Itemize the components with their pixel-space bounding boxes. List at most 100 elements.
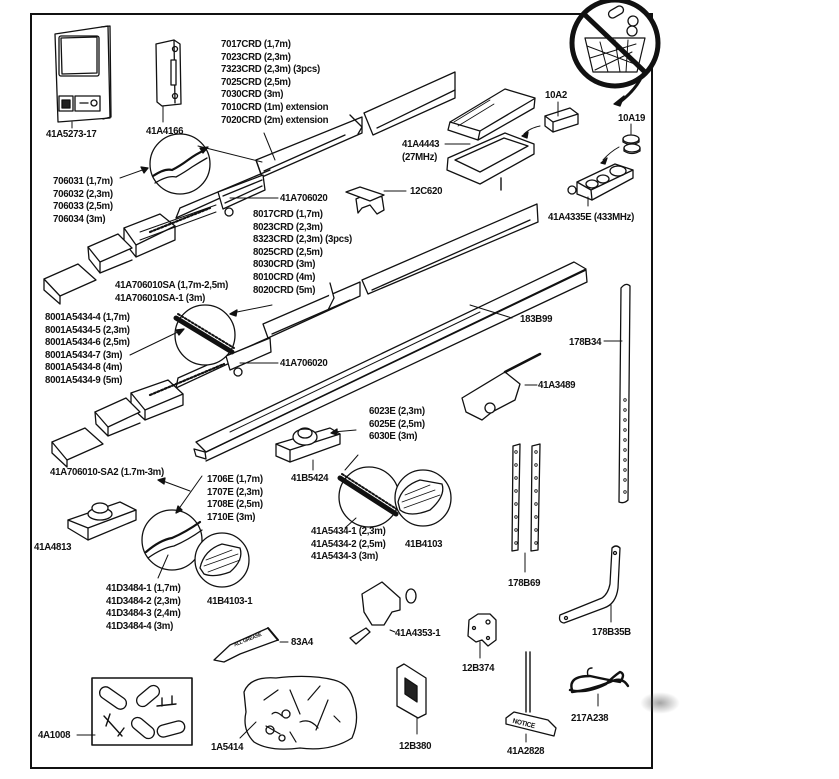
label-small-bracket: 12B374 [462,662,495,674]
belt-item: 8001A5434-6 (2,5m) [45,336,130,349]
t-rail-item: 1707E (2,3m) [207,485,263,498]
label-screw-a: 41B4103 [405,538,443,550]
label-notice-handle: 41A2828 [507,745,545,757]
t-rail-illustration [193,261,588,462]
remote-27mhz-freq: (27MHz) [402,150,438,163]
label-chain-d-list: 41D3484-1 (1,7m) 41D3484-2 (2,3m) 41D348… [106,582,181,632]
label-battery-9v: 10A2 [545,89,567,101]
coin-battery-illustration [600,123,641,165]
belt-magnifier [129,304,273,366]
chain-screw-magnifier [141,475,250,588]
chain-rail-item: 7017CRD (1,7m) [221,38,291,50]
label-belt-41a-list: 41A5434-1 (2,3m) 41A5434-2 (2,5m) 41A543… [311,525,386,563]
label-wall-console: 41A5273-17 [46,128,97,140]
push-button-illustration [155,39,182,123]
label-door-bracket: 41A4353-1 [395,627,441,639]
chain-rail-item: 7323CRD (2,3m) (3pcs) [221,63,320,76]
no-battery-disposal-icon [569,0,661,107]
belt-rail-item: 8025CRD (2,5m) [253,245,323,258]
long-strap-illustration [603,283,631,504]
rail-clip-illustration [345,186,407,215]
label-angle-rail: 183B99 [520,313,553,325]
chain-item: 706032 (2,3m) [53,187,113,200]
label-screw-rail-list: 6023E (2,3m) 6025E (2,5m) 6030E (3m) [369,405,425,443]
chain-d-item: 41D3484-3 (2,4m) [106,607,181,620]
label-trolley-mid: 41A706020 [280,357,328,369]
chain-rail-item: 7025CRD (2,5m) [221,75,291,88]
belt-rail-item: 8017CRD (1,7m) [253,208,323,220]
notice-handle-illustration [505,651,557,743]
bracket-sa-item: 41A706010SA (1,7m-2,5m) [115,279,229,291]
belt-41a-item: 41A5434-1 (2,3m) [311,525,386,537]
lower-rail-illustration [51,203,539,468]
belt-screw-magnifier [337,454,452,529]
belt-41a-item: 41A5434-2 (2,5m) [311,537,386,550]
bent-arm-illustration [558,545,621,624]
link-kit-illustration [76,677,193,746]
label-push-button: 41A4166 [146,125,184,137]
chain-rail-item: 7023CRD (2,3m) [221,50,291,63]
door-bracket-illustration [349,581,417,645]
chain-rail-item: 7010CRD (1m) extension [221,100,329,113]
label-rail-clip: 12C620 [410,185,443,197]
belt-item: 8001A5434-5 (2,3m) [45,323,130,336]
trolley-arm-illustration [461,352,542,421]
label-belt-rail-list: 8017CRD (1,7m) 8023CRD (2,3m) 8323CRD (2… [253,208,352,296]
label-remote-433mhz: 41A4335E (433MHz) [548,211,635,223]
bracket-sa-item: 41A706010SA-1 (3m) [115,291,206,304]
t-rail-item: 1708E (2,5m) [207,498,263,511]
chain-rail-item: 7020CRD (2m) extension [221,113,329,126]
label-trolley-arm: 41A3489 [538,379,576,391]
label-hardware-bag: 1A5414 [211,741,244,753]
belt-41a-item: 41A5434-3 (3m) [311,550,379,563]
chain-magnifier-upper [119,132,276,195]
label-idler-bracket: 41A4813 [34,541,72,553]
battery-9v-illustration [521,101,579,139]
t-rail-item: 1706E (1,7m) [207,473,263,485]
belt-rail-item: 8323CRD (2,3m) (3pcs) [253,233,352,246]
hardware-bag-illustration [239,675,358,750]
label-bracket-sa: 41A706010SA (1,7m-2,5m) 41A706010SA-1 (3… [115,279,228,304]
label-short-straps: 178B69 [508,577,541,589]
label-header-bracket: 12B380 [399,740,432,752]
belt-rail-item: 8030CRD (3m) [253,258,316,271]
idler-bracket-illustration [67,477,191,541]
label-remote-27mhz: 41A4443 (27MHz) [402,138,440,163]
label-battery-coin: 10A19 [618,112,646,124]
chain-d-item: 41D3484-4 (3m) [106,619,174,632]
label-bracket-sa2: 41A706010-SA2 (1.7m-3m) [50,466,164,478]
label-bent-arm: 178B35B [592,626,631,638]
screw-rail-item: 6023E (2,3m) [369,405,425,417]
chain-item: 706033 (2,5m) [53,200,113,213]
scan-artifact [640,692,680,714]
screw-rail-item: 6030E (3m) [369,430,418,443]
label-grease: 83A4 [291,636,313,648]
belt-item: 8001A5434-4 (1,7m) [45,311,130,323]
screw-rail-item: 6025E (2,5m) [369,417,425,430]
label-link-kit: 4A1008 [38,729,71,741]
header-bracket-illustration [396,663,427,735]
chain-d-item: 41D3484-1 (1,7m) [106,582,181,594]
label-sprocket-bracket: 41B5424 [291,472,329,484]
chain-d-item: 41D3484-2 (2,3m) [106,594,181,607]
label-belt-list: 8001A5434-4 (1,7m) 8001A5434-5 (2,3m) 80… [45,311,130,387]
remote-27mhz-part: 41A4443 [402,138,440,150]
belt-rail-item: 8023CRD (2,3m) [253,220,323,233]
grease-tube-illustration [213,627,289,663]
chain-rail-item: 7030CRD (3m) [221,88,284,101]
sprocket-bracket-illustration [275,427,357,471]
belt-rail-item: 8010CRD (4m) [253,270,316,283]
t-rail-item: 1710E (3m) [207,510,256,523]
small-bracket-illustration [467,613,497,659]
diagram-frame [30,13,653,769]
label-chain-list: 706031 (1,7m) 706032 (2,3m) 706033 (2,5m… [53,175,113,225]
belt-rail-item: 8020CRD (5m) [253,283,316,296]
belt-item: 8001A5434-9 (5m) [45,373,123,386]
remote-433mhz-illustration [567,163,634,207]
upper-rail-illustration [43,71,456,305]
wall-console-illustration [54,25,112,129]
wire-illustration [568,667,630,707]
label-screw-b: 41B4103-1 [207,595,253,607]
belt-item: 8001A5434-7 (3m) [45,348,123,361]
